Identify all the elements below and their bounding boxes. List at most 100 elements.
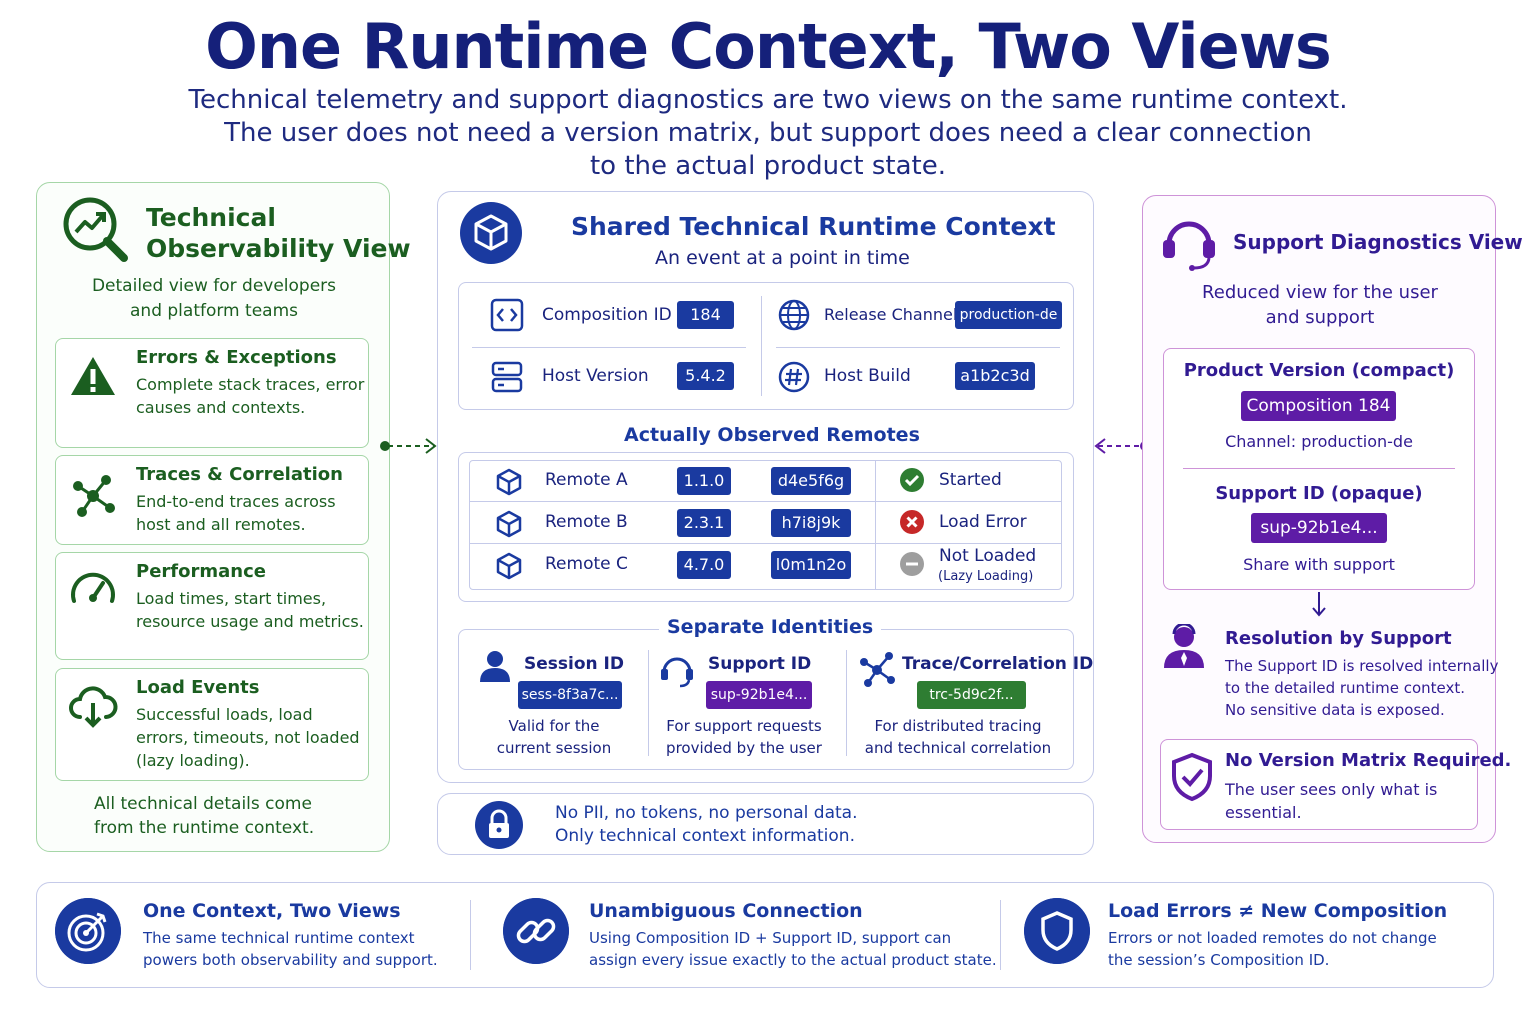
desc-line: current session — [496, 739, 612, 757]
subtitle-line: Detailed view for developers — [91, 276, 337, 296]
summary-line: powers both observability and support. — [143, 951, 438, 969]
subtitle-line: and support — [1265, 307, 1375, 328]
resolution-line: The Support ID is resolved internally — [1225, 657, 1499, 675]
hash-icon — [778, 361, 810, 393]
matrix-line: essential. — [1225, 803, 1302, 822]
card-performance: Performance Load times, start times, res… — [55, 552, 369, 660]
matrix-line: The user sees only what is — [1225, 780, 1438, 799]
card-text: Load times, start times, resource usage … — [136, 589, 364, 631]
subtitle-line: to the actual product state. — [589, 151, 946, 181]
remote-hash: d4e5f6g — [771, 467, 851, 495]
divider — [846, 650, 847, 756]
gauge-icon — [71, 572, 115, 603]
card-errors: Errors & Exceptions Complete stack trace… — [55, 338, 369, 448]
code-icon — [490, 298, 524, 332]
page-subtitle: Technical telemetry and support diagnost… — [168, 84, 1368, 183]
page-title: One Runtime Context, Two Views — [205, 10, 1332, 83]
remotes-table — [469, 460, 1062, 590]
remote-status: Not Loaded — [939, 546, 1037, 566]
card-title: Performance — [136, 561, 266, 582]
title-line: Technical — [146, 203, 276, 232]
warning-icon — [71, 357, 115, 395]
support-id-value: sup-92b1e4... — [706, 681, 812, 709]
link-icon — [503, 898, 569, 964]
minus-circle-icon — [900, 552, 924, 576]
summary-text: The same technical runtime context power… — [143, 927, 438, 971]
headset-icon — [661, 657, 693, 688]
subtitle-line: Reduced view for the user — [1202, 282, 1438, 303]
pii-notice — [437, 793, 1094, 855]
summary-line: the session’s Composition ID. — [1108, 951, 1330, 969]
identities-heading: Separate Identities — [659, 616, 882, 638]
summary-text: Using Composition ID + Support ID, suppo… — [589, 927, 997, 971]
support-id-title: Support ID — [708, 654, 812, 674]
pii-line: Only technical context information. — [555, 826, 855, 846]
cloud-download-icon — [69, 686, 118, 728]
summary-line: Using Composition ID + Support ID, suppo… — [589, 929, 952, 947]
arrow-down-icon — [1312, 592, 1326, 617]
card-text: End-to-end traces across host and all re… — [136, 492, 336, 534]
trace-id-value: trc-5d9c2f... — [917, 681, 1026, 709]
module-cube-icon — [496, 510, 522, 538]
arrow-left-to-center — [380, 438, 437, 454]
card-traces: Traces & Correlation End-to-end traces a… — [55, 455, 369, 545]
lock-icon — [475, 801, 523, 849]
summary-line: Errors or not loaded remotes do not chan… — [1108, 929, 1437, 947]
desc-line: and technical correlation — [864, 739, 1052, 757]
channel-text: Channel: production-de — [1225, 432, 1413, 451]
user-icon — [480, 651, 510, 682]
divider — [875, 460, 876, 590]
no-matrix-box — [1160, 739, 1478, 830]
shared-context-subtitle: An event at a point in time — [655, 247, 910, 269]
session-id-title: Session ID — [524, 654, 624, 674]
network-icon — [73, 475, 115, 517]
support-id-chip: sup-92b1e4... — [1251, 513, 1387, 543]
host-build-value: a1b2c3d — [955, 362, 1035, 390]
divider — [1183, 468, 1455, 469]
support-subtitle: Reduced view for the user and support — [1162, 280, 1478, 330]
summary-title: Unambiguous Connection — [589, 900, 863, 922]
divider — [472, 347, 746, 348]
card-title: Load Events — [136, 677, 260, 698]
shield-check-icon — [1172, 752, 1212, 802]
resolution-line: to the detailed runtime context. — [1225, 679, 1466, 697]
composition-chip: Composition 184 — [1241, 391, 1396, 421]
support-id-desc: For support requests provided by the use… — [654, 715, 834, 759]
footer-line: from the runtime context. — [94, 818, 315, 838]
desc-line: For support requests — [666, 717, 822, 735]
card-title: Traces & Correlation — [136, 464, 343, 485]
remote-status-note: (Lazy Loading) — [938, 569, 1034, 584]
summary-line: The same technical runtime context — [143, 929, 415, 947]
check-circle-icon — [900, 468, 924, 492]
compact-info-box — [1163, 348, 1475, 590]
composition-label: Composition ID — [542, 305, 672, 325]
desc-line: Valid for the — [508, 717, 600, 735]
network-icon — [860, 652, 895, 687]
release-channel-value: production-de — [955, 301, 1062, 329]
resolution-line: No sensitive data is exposed. — [1225, 701, 1445, 719]
host-version-value: 5.4.2 — [677, 362, 734, 390]
globe-icon — [778, 299, 810, 331]
desc-line: provided by the user — [666, 739, 822, 757]
trace-id-desc: For distributed tracing and technical co… — [858, 715, 1058, 759]
cube-icon — [460, 202, 522, 264]
target-icon — [55, 898, 121, 964]
card-load-events: Load Events Successful loads, load error… — [55, 668, 369, 781]
product-version-head: Product Version (compact) — [1183, 360, 1455, 381]
server-icon — [491, 361, 523, 393]
observability-footer: All technical details come from the runt… — [94, 792, 314, 840]
remotes-heading: Actually Observed Remotes — [616, 424, 928, 446]
card-text: Complete stack traces, error causes and … — [136, 375, 365, 417]
summary-title: One Context, Two Views — [143, 900, 401, 922]
pii-line: No PII, no tokens, no personal data. — [555, 803, 858, 823]
remote-version: 1.1.0 — [677, 467, 731, 495]
subtitle-line: and platform teams — [130, 301, 298, 321]
support-id-head: Support ID (opaque) — [1215, 483, 1423, 504]
divider — [469, 501, 1062, 502]
remote-status: Load Error — [939, 512, 1027, 532]
divider — [761, 296, 762, 396]
remote-hash: l0m1n2o — [771, 551, 851, 579]
remote-name: Remote B — [545, 512, 628, 532]
summary-line: assign every issue exactly to the actual… — [589, 951, 997, 969]
remote-version: 4.7.0 — [677, 551, 731, 579]
